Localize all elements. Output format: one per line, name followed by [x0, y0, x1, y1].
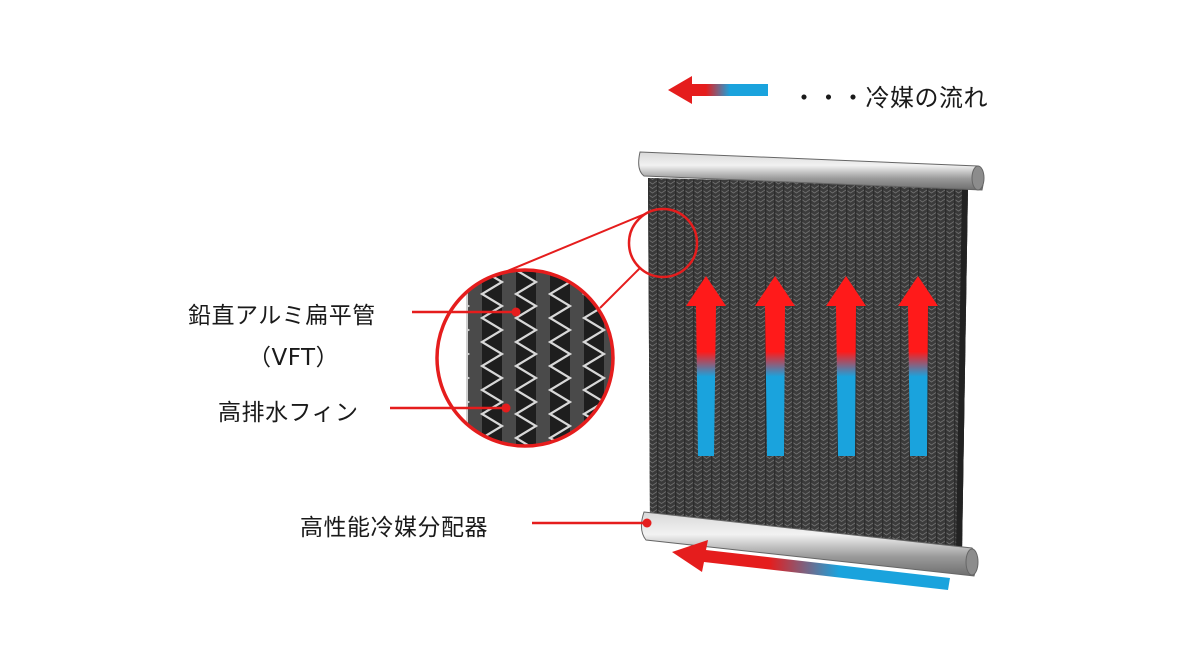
leader-dot-fin — [501, 403, 511, 413]
leader-dot-distributor — [642, 518, 652, 528]
legend-label: ・・・冷媒の流れ — [792, 84, 988, 112]
inflow-arrow-icon — [672, 540, 950, 590]
leader-lines — [390, 307, 652, 528]
flow-arrow-icon — [826, 276, 866, 456]
flow-arrow-icon — [898, 276, 938, 456]
flow-arrow-icon — [755, 276, 795, 456]
vft-label: 鉛直アルミ扁平管 — [188, 303, 376, 329]
upward-flow-arrows — [686, 276, 938, 456]
top-header-pipe — [638, 151, 985, 191]
heat-exchanger-core — [648, 178, 968, 552]
vft-abbreviation-label: （VFT） — [248, 345, 340, 371]
flow-arrow-icon — [686, 276, 726, 456]
legend-arrow-icon — [668, 76, 768, 104]
distributor-label: 高性能冷媒分配器 — [300, 515, 488, 541]
leader-dot-vft — [511, 307, 521, 317]
zoom-connector-lines — [504, 213, 646, 309]
fin-label: 高排水フィン — [218, 400, 359, 426]
detail-marker-circle — [627, 207, 699, 279]
magnified-fin-view — [435, 268, 615, 448]
